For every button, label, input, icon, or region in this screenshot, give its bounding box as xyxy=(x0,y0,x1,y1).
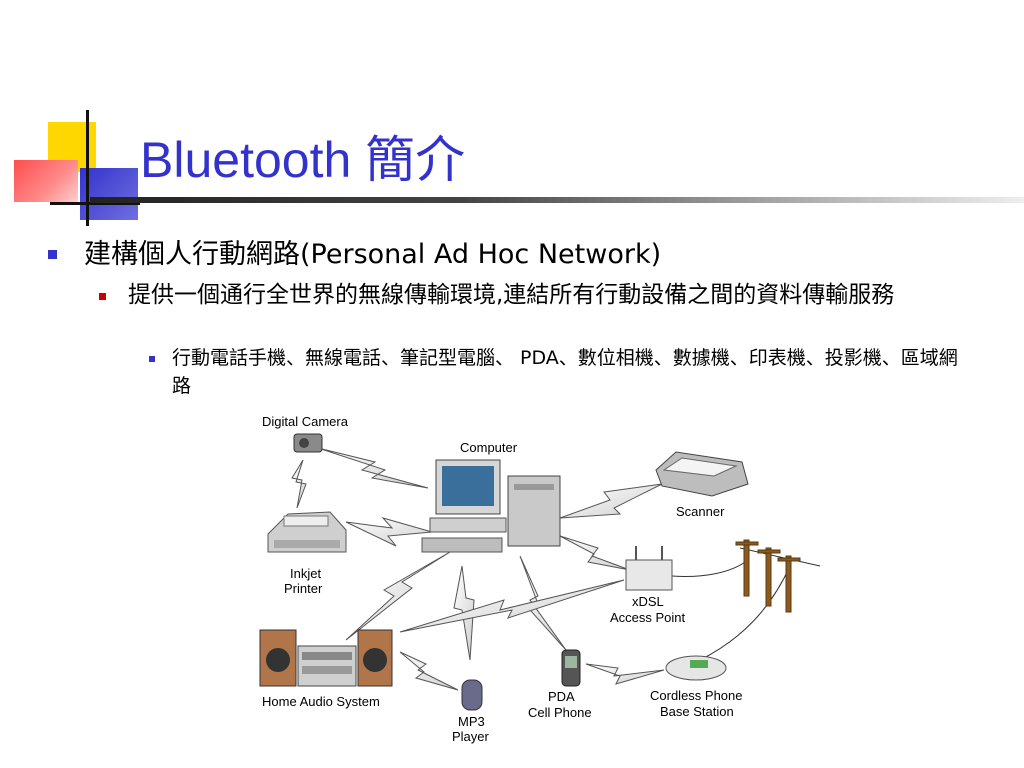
link-computer-audio xyxy=(345,551,451,641)
digital-camera-icon xyxy=(293,433,323,453)
link-pda-cordless xyxy=(585,663,665,685)
label-xdsl-1: xDSL xyxy=(632,594,664,609)
bullet-marker-l2 xyxy=(99,293,106,300)
link-computer-xdsl xyxy=(559,535,631,571)
home-audio-system-icon xyxy=(259,629,393,687)
label-digital-camera: Digital Camera xyxy=(262,414,349,429)
slide-title: Bluetooth 簡介 xyxy=(140,132,466,188)
bullet-level2: 提供一個通行全世界的無線傳輸環境,連結所有行動設備之間的資料傳輸服務 xyxy=(128,282,895,308)
bullet-marker-l1 xyxy=(48,250,57,259)
corner-vertical-line xyxy=(86,110,89,226)
label-pda-2: Cell Phone xyxy=(528,705,592,720)
mp3-player-icon xyxy=(461,679,483,711)
bullet-level3: 行動電話手機、無線電話、筆記型電腦、 PDA、數位相機、數據機、印表機、投影機、… xyxy=(172,347,958,397)
label-home-audio: Home Audio System xyxy=(262,694,380,709)
xdsl-access-point-icon xyxy=(625,546,673,591)
inkjet-printer-icon xyxy=(267,511,347,553)
label-cordless-1: Cordless Phone xyxy=(650,688,743,703)
scanner-icon xyxy=(655,451,749,497)
telephone-poles-icon xyxy=(735,539,801,613)
bullet-marker-l3 xyxy=(149,356,155,362)
cordless-phone-base-icon xyxy=(665,655,727,681)
bullet-level1: 建構個人行動網路(Personal Ad Hoc Network) xyxy=(84,239,662,270)
link-computer-scanner xyxy=(559,483,663,519)
label-xdsl-2: Access Point xyxy=(610,610,686,625)
link-camera-computer xyxy=(317,447,429,489)
corner-blue-square xyxy=(80,168,138,220)
label-pda-1: PDA xyxy=(548,689,575,704)
label-cordless-2: Base Station xyxy=(660,704,734,719)
label-mp3-1: MP3 xyxy=(458,714,485,729)
computer-icon xyxy=(421,459,561,553)
corner-red-square xyxy=(14,160,78,202)
pda-cell-phone-icon xyxy=(561,649,581,687)
corner-horizontal-line xyxy=(50,202,140,205)
link-camera-printer xyxy=(291,459,307,509)
label-scanner: Scanner xyxy=(676,504,725,519)
label-mp3-2: Player xyxy=(452,729,490,744)
label-computer: Computer xyxy=(460,440,518,455)
label-inkjet-2: Printer xyxy=(284,581,323,596)
title-rule xyxy=(90,197,1024,203)
link-audio-mp3 xyxy=(399,651,459,691)
link-audio-xdsl xyxy=(399,579,625,633)
label-inkjet-1: Inkjet xyxy=(290,566,321,581)
link-printer-computer xyxy=(345,517,433,547)
